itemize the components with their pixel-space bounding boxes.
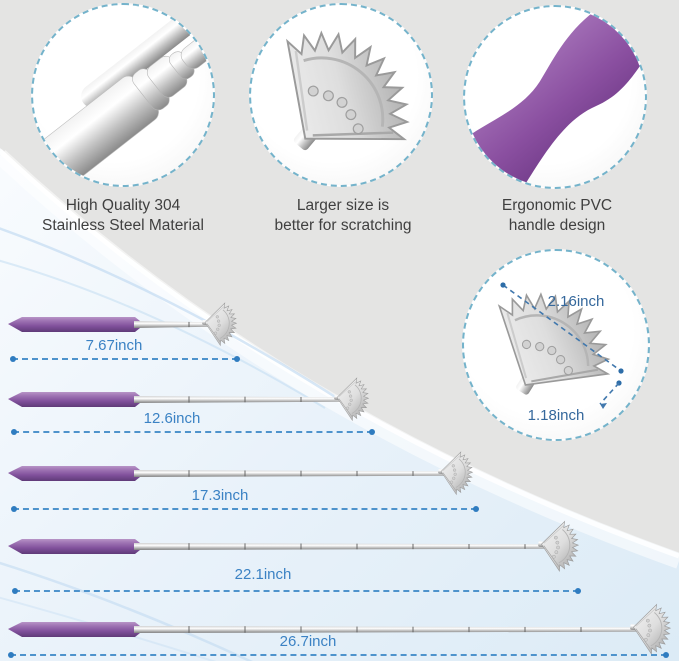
scratcher-head	[435, 449, 475, 497]
scratcher-shaft	[134, 321, 210, 328]
feature-circle-steel	[31, 3, 215, 187]
feature-caption-handle: Ergonomic PVC handle design	[442, 196, 672, 236]
measure-line-3	[11, 506, 479, 512]
scratcher-claw-icon	[251, 5, 431, 185]
size-label-5: 26.7inch	[279, 633, 337, 650]
scratcher-handle	[8, 622, 140, 637]
scratcher-shaft	[134, 543, 546, 550]
head-width-dimension: 1.18inch	[527, 407, 585, 424]
scratcher-shaft	[134, 470, 446, 477]
scratcher-handle	[8, 317, 140, 332]
head-dimension-callout: 2.16inch 1.18inch	[462, 249, 654, 445]
measure-line-1	[10, 356, 240, 362]
scratcher-handle	[8, 392, 140, 407]
telescopic-steel-pole-icon	[33, 5, 213, 185]
size-label-4: 22.1inch	[234, 566, 292, 583]
size-label-2: 12.6inch	[143, 410, 201, 427]
caption-line: Stainless Steel Material	[42, 217, 204, 234]
scratcher-head	[627, 601, 674, 657]
caption-line: High Quality 304	[65, 197, 181, 214]
scratcher-handle	[8, 466, 140, 481]
caption-line: better for scratching	[274, 217, 412, 234]
scratcher-shaft	[134, 396, 342, 403]
measure-line-5	[8, 652, 669, 658]
scratcher-head	[535, 518, 582, 574]
feature-circle-handle	[463, 5, 647, 189]
size-label-1: 7.67inch	[85, 337, 143, 354]
caption-line: Larger size is	[296, 197, 390, 214]
head-diagonal-dimension: 2.16inch	[547, 293, 605, 310]
feature-circle-claw	[249, 3, 433, 187]
scratcher-shaft	[134, 626, 638, 633]
measure-line-2	[11, 429, 375, 435]
caption-line: handle design	[508, 217, 606, 234]
feature-caption-claw: Larger size is better for scratching	[228, 196, 458, 236]
scratcher-head	[199, 300, 239, 348]
measure-line-4	[12, 588, 581, 594]
pvc-handle-icon	[465, 7, 645, 187]
feature-caption-steel: High Quality 304 Stainless Steel Materia…	[8, 196, 238, 236]
size-label-3: 17.3inch	[191, 487, 249, 504]
caption-line: Ergonomic PVC	[501, 197, 613, 214]
scratcher-head	[331, 375, 371, 423]
scratcher-handle	[8, 539, 140, 554]
